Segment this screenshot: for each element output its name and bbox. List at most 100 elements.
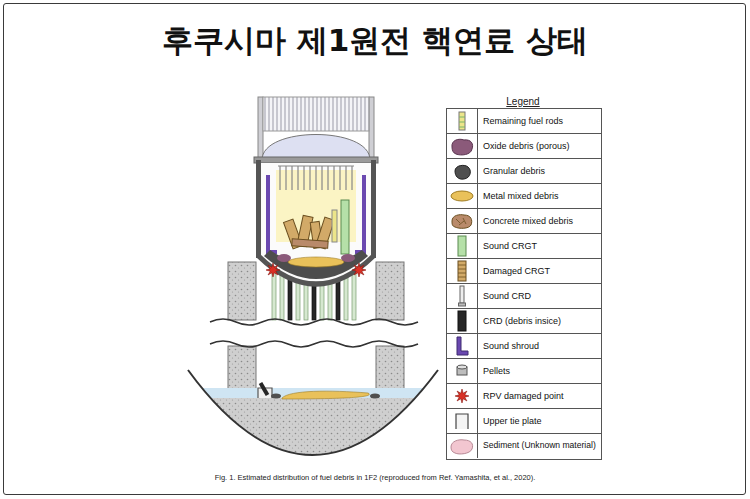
break-symbol-part [208, 321, 426, 345]
upper-structure-part [369, 97, 374, 159]
pcv-floor-part [188, 370, 438, 455]
legend-icon [452, 139, 473, 155]
reactor-vessel-part [332, 210, 337, 242]
reactor-vessel-part [355, 175, 364, 252]
legend-icon [447, 334, 478, 358]
legend-text: Remaining fuel rods [483, 116, 563, 126]
legend-cell: Sound CRD [478, 284, 599, 308]
pedestal-pillars-part [228, 262, 256, 320]
legend-cell: Sediment (Unknown material) [478, 434, 599, 458]
upper-structure-part [263, 97, 369, 131]
legend-swatch [455, 389, 469, 403]
legend-icon-part [456, 414, 468, 429]
legend-icon [447, 184, 478, 208]
legend-cell: Metal mixed debris [478, 184, 599, 208]
legend-row: Oxide debris (porous) [447, 134, 601, 159]
legend-text: Metal mixed debris [483, 191, 559, 201]
legend-text: Upper tie plate [483, 416, 542, 426]
legend-swatch [458, 236, 466, 256]
pcv-floor-part [259, 382, 269, 396]
legend-icon-part [452, 215, 472, 229]
upper-structure-part [258, 97, 263, 159]
legend-icon-part [457, 365, 467, 369]
legend-text: RPV damaged point [483, 391, 564, 401]
legend-icon [455, 165, 470, 179]
reactor-vessel-part [277, 254, 291, 262]
legend-cell: Sound CRGT [478, 234, 599, 258]
legend-row: RPV damaged point [447, 384, 601, 409]
legend-icon [447, 434, 478, 458]
pcv-floor-part [282, 391, 369, 399]
reactor-vessel-part [352, 263, 366, 277]
legend-row: Pellets [447, 359, 601, 384]
reactor-vessel-part [292, 239, 328, 248]
legend-row: Granular debris [447, 159, 601, 184]
legend-title-box: Legend [446, 91, 600, 109]
reactor-vessel-part [268, 175, 277, 252]
reactor-vessel-part [259, 256, 374, 284]
legend-cell: Concrete mixed debris [478, 209, 599, 233]
legend-icon [447, 284, 478, 308]
legend-row: Upper tie plate [447, 409, 601, 434]
legend-icon [451, 191, 473, 201]
reactor-vessel-part [256, 160, 261, 258]
legend-icon [447, 209, 478, 233]
break-symbol [208, 319, 426, 347]
reactor-vessel [254, 157, 378, 284]
legend-swatch [451, 191, 473, 201]
reactor-vessel-part [288, 257, 344, 267]
legend-icon [447, 359, 478, 383]
legend-icon [456, 414, 468, 429]
legend-row: Damaged CRGT [447, 259, 601, 284]
legend-icon [447, 159, 478, 183]
legend-icon [447, 259, 478, 283]
pcv-floor [180, 370, 450, 478]
legend-cell: CRD (debris insice) [478, 309, 599, 333]
legend-row: Sound CRD [447, 284, 601, 309]
legend-icon [447, 134, 478, 158]
reactor-vessel-part [278, 166, 354, 190]
legend-row: Sound shroud [447, 334, 601, 359]
legend-text: Sediment (Unknown material) [483, 441, 596, 451]
legend-cell: Pellets [478, 359, 599, 383]
legend-cell: Sound shroud [478, 334, 599, 358]
legend-icon [447, 309, 478, 333]
legend-icon-part [460, 286, 464, 303]
legend-row: CRD (debris insice) [447, 309, 601, 334]
legend-cell: Upper tie plate [478, 409, 599, 433]
legend-icon [457, 365, 467, 375]
legend-icon-part [458, 261, 466, 281]
legend-icon [447, 109, 478, 133]
pcv-floor-part [180, 388, 450, 399]
legend-cell: Remaining fuel rods [478, 109, 599, 133]
reactor-vessel-part [341, 254, 355, 262]
pcv-floor-part [370, 394, 380, 399]
legend-text: Sound CRGT [483, 241, 537, 251]
legend-icon [455, 389, 469, 403]
legend-icon [458, 236, 466, 256]
reactor-vessel-part [371, 160, 376, 258]
legend-swatch [458, 311, 466, 331]
legend-table: Remaining fuel rodsOxide debris (porous)… [446, 108, 602, 460]
figure-caption: Fig. 1. Estimated distribution of fuel d… [215, 473, 536, 482]
legend-icon [451, 440, 473, 454]
legend-icon [447, 409, 478, 433]
legend-row: Sediment (Unknown material) [447, 434, 601, 459]
legend-row: Metal mixed debris [447, 184, 601, 209]
legend-swatch [452, 139, 473, 155]
break-symbol-part [210, 319, 418, 325]
legend-swatch [451, 440, 473, 454]
legend-icon [459, 286, 466, 306]
legend-icon [458, 261, 466, 281]
legend-text: Sound shroud [483, 341, 539, 351]
legend-icon [459, 112, 465, 130]
title-box: 후쿠시마 제1원전 핵연료 상태 [0, 22, 750, 59]
title-text: 후쿠시마 제1원전 핵연료 상태 [162, 22, 588, 58]
caption-box: Fig. 1. Estimated distribution of fuel d… [0, 466, 750, 484]
break-symbol-part [210, 341, 418, 347]
reactor-vessel-part [254, 157, 378, 163]
legend-cell: Damaged CRGT [478, 259, 599, 283]
legend-icon-part [458, 265, 466, 277]
legend-text: Granular debris [483, 166, 545, 176]
